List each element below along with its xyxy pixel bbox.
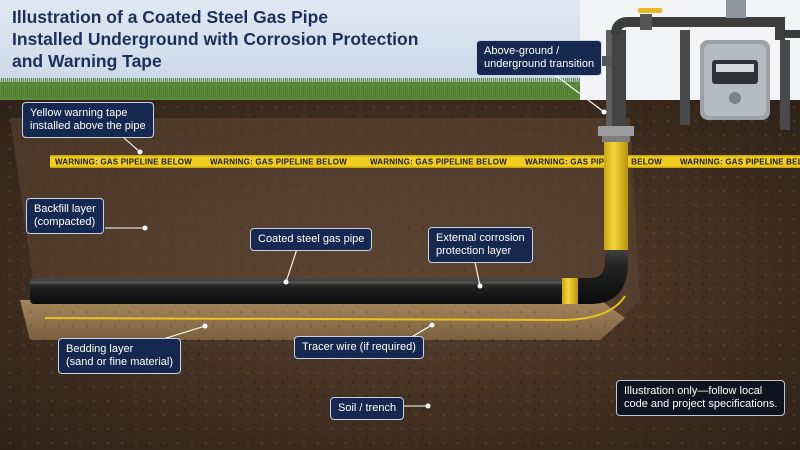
label-bedding-line-2: (sand or fine material) <box>66 356 173 368</box>
label-corrosion: External corrosion protection layer <box>428 227 533 263</box>
title-line-1: Illustration of a Coated Steel Gas Pipe <box>12 7 329 27</box>
label-transition-line-1: Above-ground / <box>484 45 560 57</box>
label-warning-tape: Yellow warning tape installed above the … <box>22 102 154 138</box>
label-bedding-line-1: Bedding layer <box>66 343 134 355</box>
label-corrosion-line-2: protection layer <box>436 245 512 257</box>
label-warning-tape-line-1: Yellow warning tape <box>30 107 128 119</box>
label-soil-line-1: Soil / trench <box>338 402 397 414</box>
label-soil: Soil / trench <box>330 397 405 420</box>
disclaimer-line-1: Illustration only—follow local <box>624 385 763 397</box>
leader-dots <box>137 109 607 409</box>
label-corrosion-line-1: External corrosion <box>436 232 525 244</box>
label-pipe: Coated steel gas pipe <box>250 228 373 251</box>
title-line-3: and Warning Tape <box>12 51 162 71</box>
warning-tape-text: WARNING: GAS PIPELINE BELOW WARNING: GAS… <box>55 158 800 167</box>
label-transition: Above-ground / underground transition <box>476 40 603 76</box>
title-line-2: Installed Underground with Corrosion Pro… <box>12 29 419 49</box>
label-pipe-line-1: Coated steel gas pipe <box>258 233 365 245</box>
tape-text-3: WARNING: GAS PIPELINE BELOW <box>370 158 507 167</box>
label-warning-tape-line-2: installed above the pipe <box>30 120 146 132</box>
label-tracer-line-1: Tracer wire (if required) <box>302 341 416 353</box>
leader-lines <box>105 67 605 407</box>
label-backfill: Backfill layer (compacted) <box>26 198 104 234</box>
label-backfill-line-1: Backfill layer <box>34 203 96 215</box>
label-bedding: Bedding layer (sand or fine material) <box>58 338 181 374</box>
diagram-title: Illustration of a Coated Steel Gas Pipe … <box>12 6 482 72</box>
label-transition-line-2: underground transition <box>484 58 595 70</box>
disclaimer-line-2: code and project specifications. <box>624 398 778 410</box>
disclaimer-box: Illustration only—follow local code and … <box>616 380 786 416</box>
tape-text-5: WARNING: GAS PIPELINE BELOW <box>680 158 800 167</box>
label-tracer: Tracer wire (if required) <box>294 336 424 359</box>
tape-text-1: WARNING: GAS PIPELINE BELOW <box>55 158 192 167</box>
tape-text-4: WARNING: GAS PIPELINE BELOW <box>525 158 662 167</box>
tape-text-2: WARNING: GAS PIPELINE BELOW <box>210 158 347 167</box>
label-backfill-line-2: (compacted) <box>34 216 96 228</box>
